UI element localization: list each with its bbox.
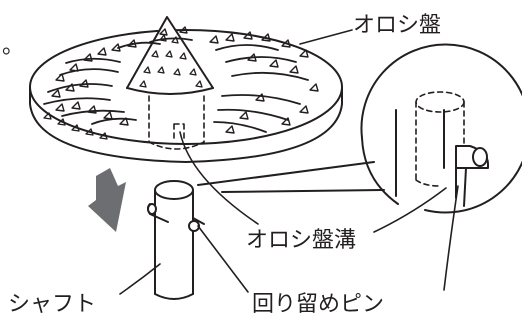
detail-pin — [455, 145, 489, 207]
leader-pin-detail — [443, 185, 459, 291]
callout-line-top — [197, 161, 375, 186]
callout-line-bottom — [221, 189, 385, 193]
label-retaining-pin: 回り留めピン — [252, 292, 385, 317]
leading-mark: 。 — [2, 34, 25, 59]
shaft — [147, 180, 205, 300]
cone-base — [126, 87, 214, 95]
label-shaft: シャフト — [8, 292, 97, 317]
label-grater-disc-groove: オロシ盤溝 — [246, 228, 357, 253]
leader-grater-disc — [299, 29, 353, 45]
leader-pin — [197, 225, 249, 293]
grater-slots — [43, 37, 309, 133]
cone-teeth — [139, 34, 203, 88]
rim-teeth — [43, 112, 108, 140]
detail-callout — [197, 43, 522, 214]
retaining-pin — [147, 203, 205, 232]
label-grater-disc: オロシ盤 — [353, 13, 442, 38]
leader-groove — [179, 131, 259, 225]
leader-groove-detail — [373, 187, 447, 233]
grater-disc — [29, 16, 343, 163]
down-arrow — [88, 168, 126, 232]
hub-hidden-lines — [148, 95, 205, 150]
leader-shaft — [119, 263, 161, 295]
grater-teeth — [51, 26, 319, 134]
leader-lines — [119, 29, 459, 295]
